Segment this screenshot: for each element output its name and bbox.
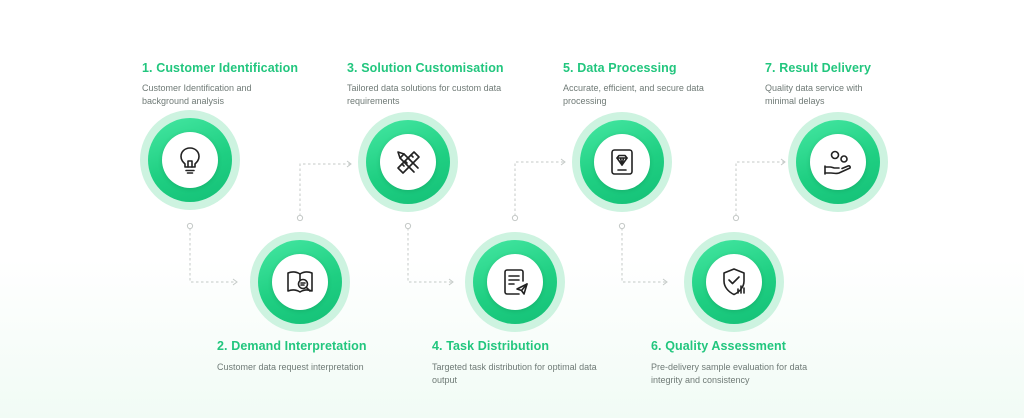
step-3-node [358, 112, 458, 212]
step-2-title: 2. Demand Interpretation [217, 339, 367, 353]
step-7-title: 7. Result Delivery [765, 61, 872, 75]
lightbulb-icon [180, 147, 200, 174]
step-4-node [465, 232, 565, 332]
pencil-ruler-icon [397, 151, 420, 174]
step-5-node [572, 112, 672, 212]
step-1-description: Customer Identification and background a… [142, 83, 252, 106]
document-send-icon [504, 269, 528, 295]
hand-coins-icon [824, 150, 851, 175]
step-3-title: 3. Solution Customisation [347, 61, 504, 75]
shield-chart-icon [723, 268, 745, 296]
step-7-node [788, 112, 888, 212]
step-4-description: Targeted task distribution for optimal d… [432, 362, 597, 385]
step-5-title: 5. Data Processing [563, 61, 677, 75]
diamond-card-icon [611, 149, 633, 175]
book-search-icon [287, 271, 313, 293]
step-2-node [250, 232, 350, 332]
step-2-description: Customer data request interpretation [217, 362, 364, 372]
step-6-title: 6. Quality Assessment [651, 339, 787, 353]
step-4-title: 4. Task Distribution [432, 339, 550, 353]
step-1-title: 1. Customer Identification [142, 61, 299, 75]
step-6-description: Pre-delivery sample evaluation for data … [651, 362, 808, 385]
step-6-node [684, 232, 784, 332]
step-7-description: Quality data service with minimal delays [765, 83, 863, 106]
step-3-description: Tailored data solutions for custom data … [347, 83, 502, 106]
step-1-node [140, 110, 240, 210]
step-5-description: Accurate, efficient, and secure data pro… [563, 83, 704, 106]
